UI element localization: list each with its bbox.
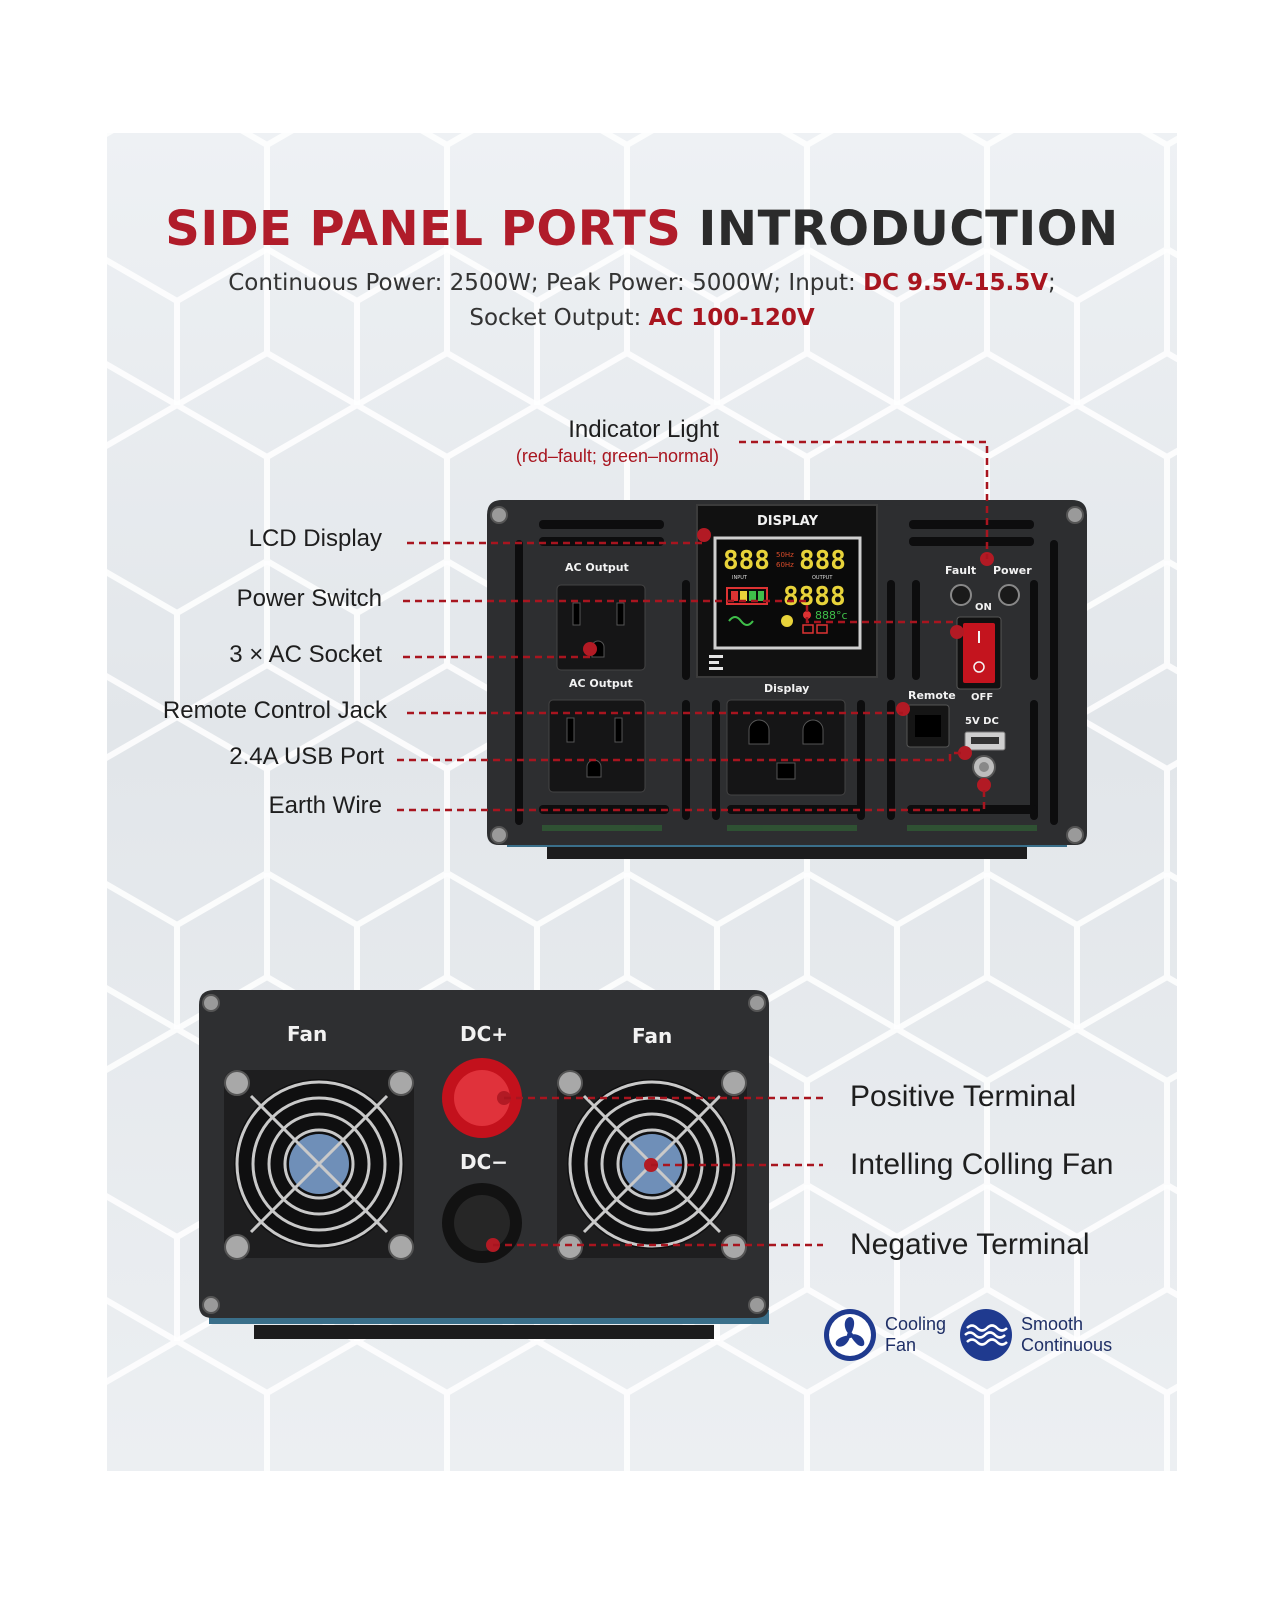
label-negative-terminal: Negative Terminal: [850, 1228, 1090, 1261]
label-lcd-display: LCD Display: [248, 525, 382, 552]
lcd-50hz: 50Hz: [776, 551, 794, 559]
rear-callout-lines: [493, 1096, 823, 1247]
power-led: [998, 584, 1020, 606]
label-remote-jack: Remote Control Jack: [162, 697, 387, 724]
label-earth-wire: Earth Wire: [268, 792, 382, 819]
label-ac-socket: 3 × AC Socket: [229, 641, 382, 668]
ac-socket-3: [726, 699, 846, 796]
switch-off-label: OFF: [971, 692, 993, 703]
lcd-input-value: 888: [723, 546, 770, 576]
spec-punct: ;: [1048, 270, 1056, 296]
lcd-60hz: 60Hz: [776, 561, 794, 569]
title-dark: INTRODUCTION: [698, 201, 1119, 257]
sun-icon: [781, 615, 793, 627]
wave-icon: [960, 1309, 1012, 1361]
label-power-switch: Power Switch: [236, 585, 382, 612]
title-red: SIDE PANEL PORTS: [165, 201, 682, 257]
fan-right-label: Fan: [632, 1024, 672, 1048]
front-callout-lines: [397, 440, 989, 812]
power-switch[interactable]: [956, 616, 1002, 690]
ac-output-1-label: AC Output: [565, 561, 629, 574]
fault-led: [950, 584, 972, 606]
cooling-fan-left: [224, 1070, 414, 1260]
remote-label: Remote: [908, 689, 956, 702]
battery-bar-icon: [726, 587, 768, 605]
remote-control-jack[interactable]: [906, 704, 950, 748]
dc-plus-label: DC+: [460, 1022, 508, 1046]
positive-terminal[interactable]: [442, 1058, 522, 1138]
spec-text: Continuous Power: 2500W; Peak Power: 500…: [228, 270, 864, 296]
lcd-temp-value: 888°c: [815, 609, 848, 622]
page-title: SIDE PANEL PORTS INTRODUCTION: [107, 201, 1177, 257]
badge-smooth-continuous: Smooth Continuous: [959, 1308, 1112, 1362]
lcd-output-value: 888: [799, 546, 846, 576]
badge-cooling-fan: Cooling Fan: [823, 1308, 946, 1362]
badge-smooth-line1: Smooth: [1021, 1314, 1084, 1334]
fault-label: Fault: [945, 564, 976, 577]
dc-minus-label: DC−: [460, 1150, 508, 1174]
lcd-output-label: OUTPUT: [812, 575, 833, 581]
sine-wave-icon: [728, 616, 754, 626]
power-label: Power: [993, 564, 1032, 577]
spec-line-1: Continuous Power: 2500W; Peak Power: 500…: [107, 270, 1177, 296]
fan-left-label: Fan: [287, 1022, 327, 1046]
label-usb-port: 2.4A USB Port: [229, 743, 384, 770]
badge-cooling-line2: Fan: [885, 1335, 917, 1355]
lcd-watts-value: 8888: [783, 582, 846, 612]
alarm-icon: [803, 611, 811, 619]
label-cooling-fan: Intelling Colling Fan: [850, 1148, 1114, 1181]
input-voltage: DC 9.5V-15.5V: [863, 270, 1049, 296]
spec-line-2: Socket Output: AC 100-120V: [107, 305, 1177, 331]
spec-text: Socket Output:: [469, 305, 649, 331]
rear-panel: Fan DC+ Fan DC−: [199, 990, 769, 1339]
lcd-input-label: INPUT: [732, 575, 748, 581]
switch-on-label: ON: [975, 602, 992, 613]
badge-smooth-line2: Continuous: [1021, 1335, 1113, 1355]
label-positive-terminal: Positive Terminal: [850, 1080, 1077, 1113]
display-label: Display: [764, 682, 809, 695]
fan-icon: [824, 1309, 876, 1361]
display-header: DISPLAY: [757, 514, 819, 529]
negative-terminal[interactable]: [442, 1183, 522, 1263]
output-voltage: AC 100-120V: [648, 305, 815, 331]
badge-cooling-line1: Cooling: [885, 1314, 947, 1334]
usb-label: 5V DC: [965, 716, 999, 727]
label-indicator-light: Indicator Light: [568, 416, 719, 443]
product-card: SIDE PANEL PORTS INTRODUCTION Continuous…: [107, 133, 1177, 1471]
label-indicator-note: (red–fault; green–normal): [515, 446, 719, 466]
ac-output-2-label: AC Output: [569, 677, 633, 690]
